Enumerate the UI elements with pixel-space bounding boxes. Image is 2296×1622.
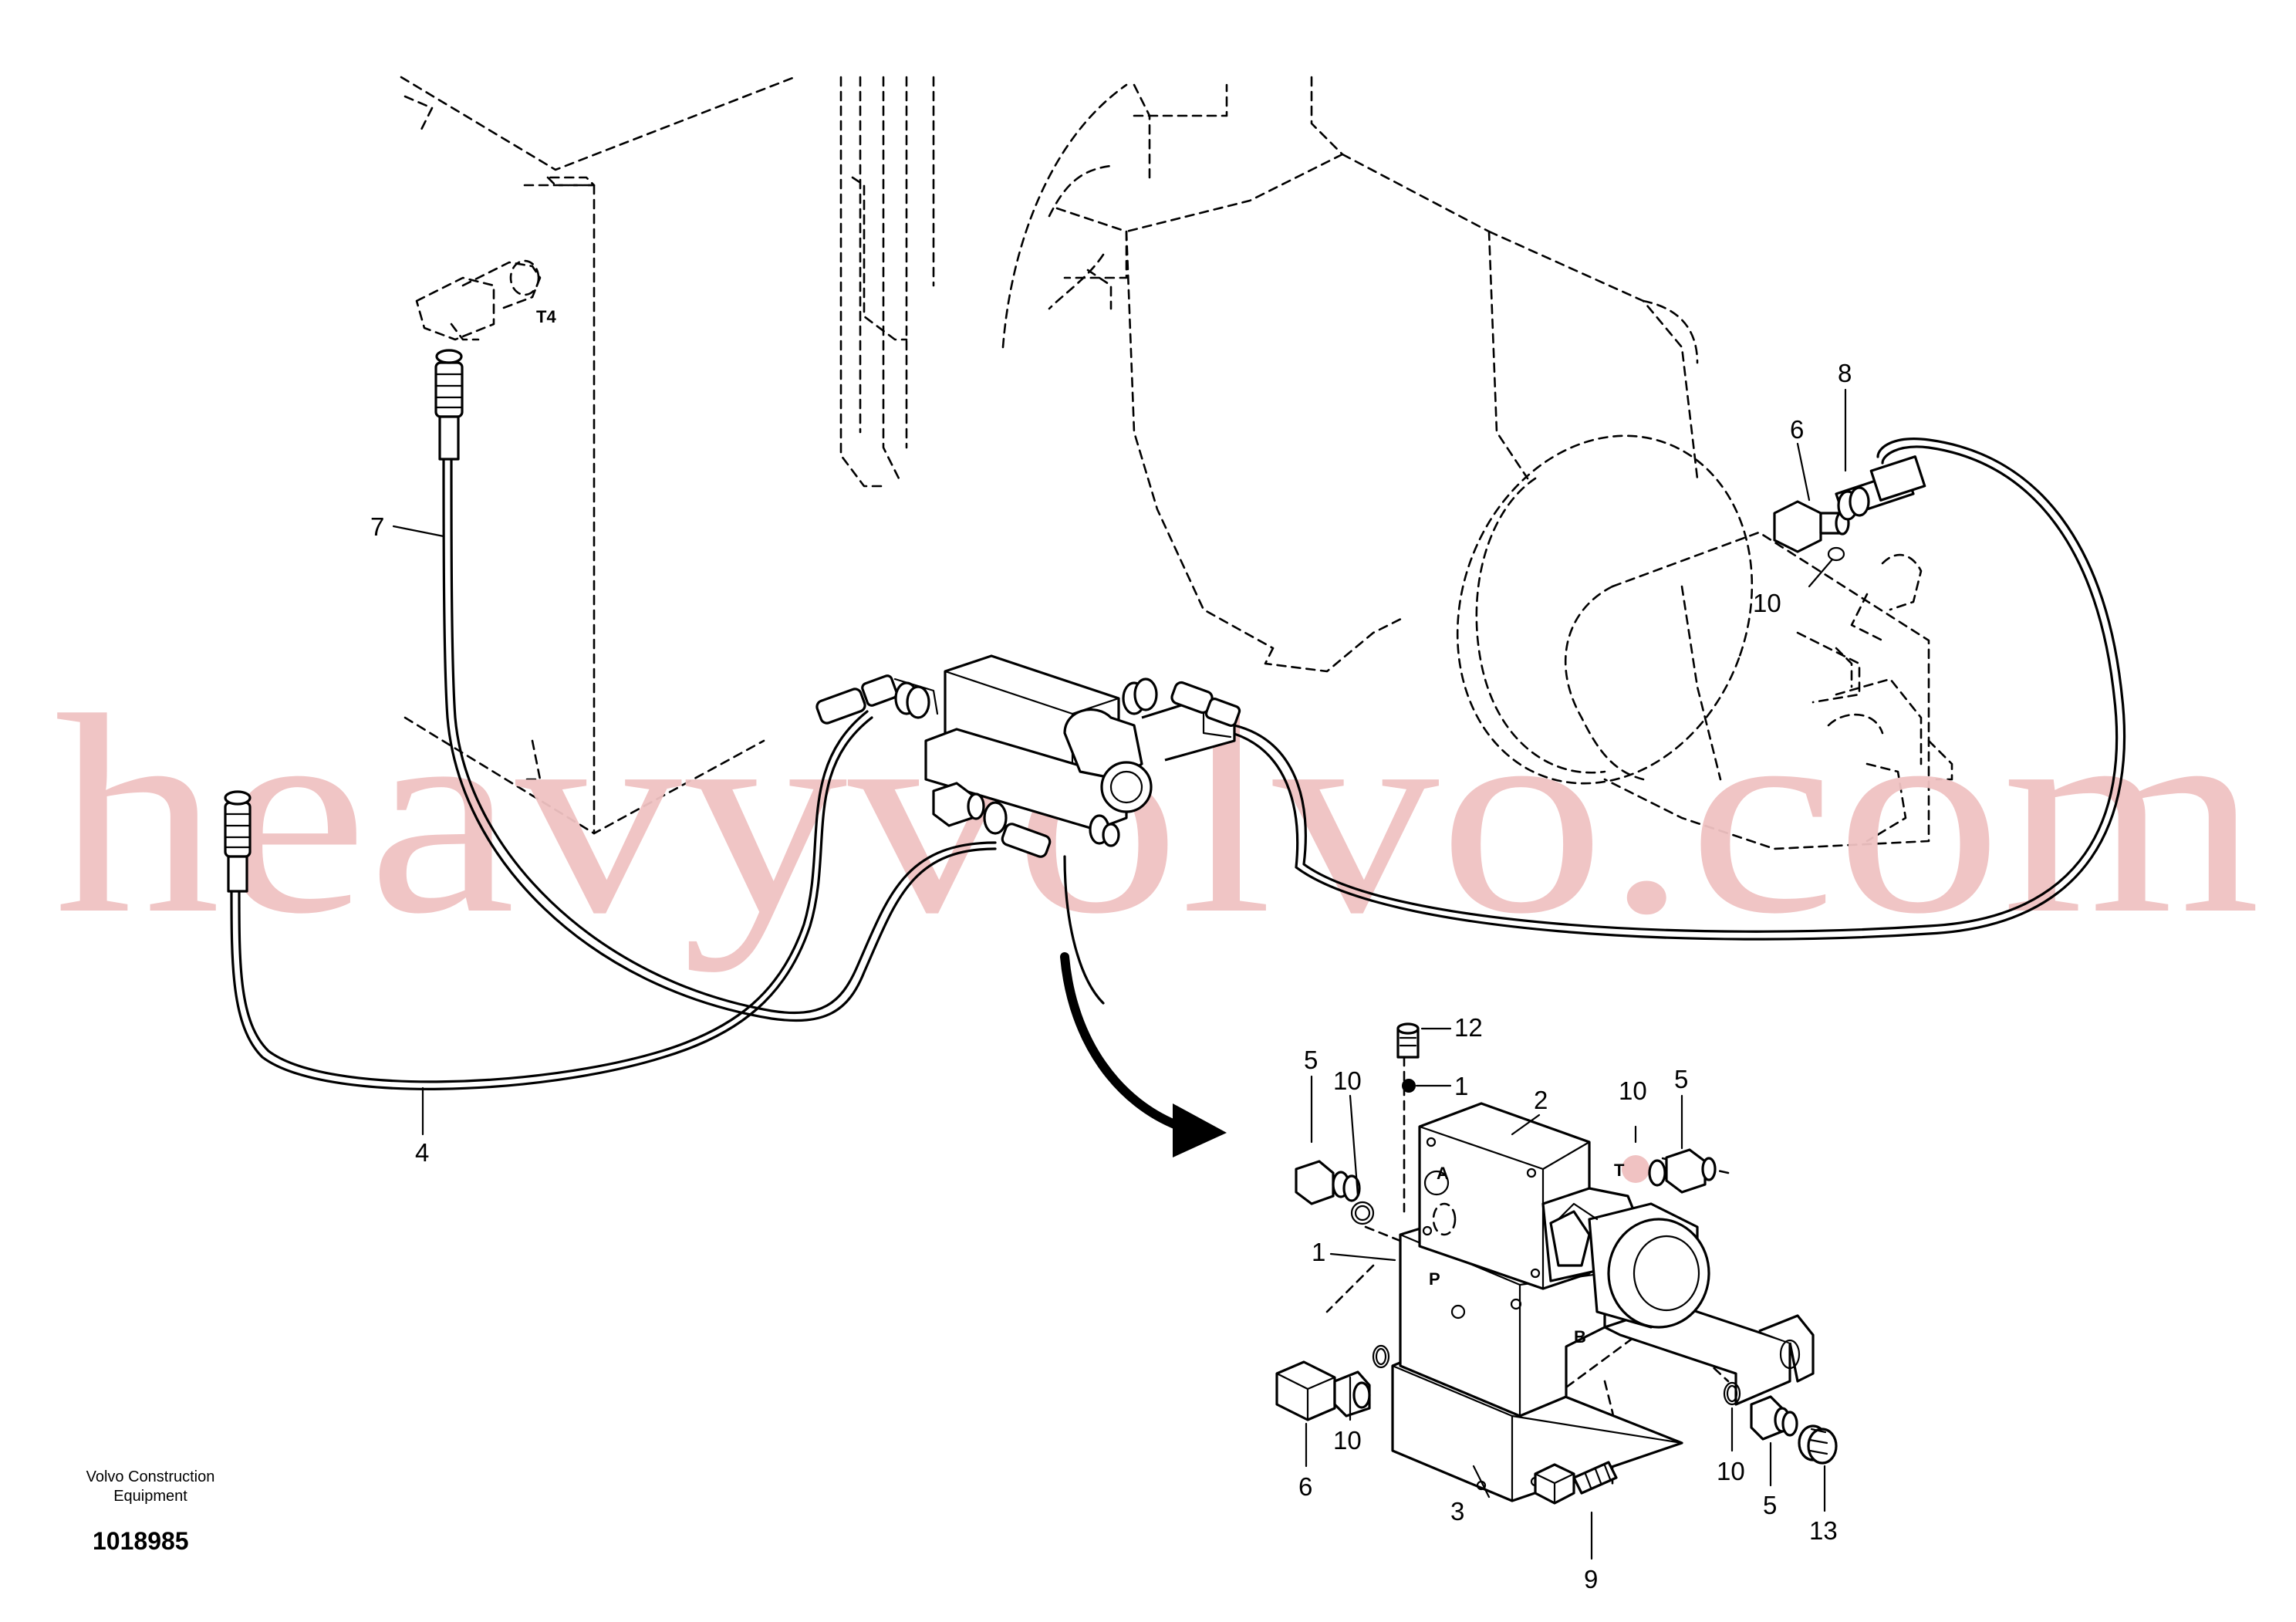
callout-1-top: 1 [1454, 1072, 1468, 1100]
exploded-valve [1275, 1022, 1838, 1505]
port-label-b: B [1574, 1327, 1586, 1347]
callout-2: 2 [1534, 1086, 1548, 1114]
port-label-p: P [1429, 1269, 1440, 1289]
callout-3: 3 [1450, 1497, 1464, 1526]
brand-line-1: Volvo Construction [86, 1468, 215, 1485]
diagram-code: 1018985 [93, 1527, 189, 1555]
watermark-text: heavyvolvo.com [54, 657, 2261, 973]
curved-arrow-icon [1060, 952, 1227, 1157]
port-label-t: T [1614, 1161, 1625, 1180]
callout-5-right: 5 [1674, 1065, 1688, 1093]
footer: Volvo Construction Equipment 1018985 [86, 1468, 215, 1555]
callout-10-bottom-left: 10 [1333, 1426, 1362, 1455]
callout-10-right: 10 [1619, 1076, 1647, 1105]
callouts: 7 4 8 6 10 12 1 5 10 2 10 5 1 6 10 3 9 1… [370, 359, 1852, 1593]
callout-10-left: 10 [1333, 1066, 1362, 1095]
callout-5-left: 5 [1304, 1046, 1318, 1074]
callout-5-bottom: 5 [1763, 1491, 1777, 1519]
port-label-t4: T4 [536, 307, 556, 326]
top-right-fittings [1773, 455, 1926, 562]
callout-8: 8 [1838, 359, 1852, 387]
machine-outline [400, 76, 1953, 850]
callout-leaders [392, 388, 1847, 1560]
callout-9: 9 [1584, 1565, 1598, 1593]
callout-1: 1 [1312, 1238, 1325, 1266]
callout-10-top: 10 [1753, 589, 1781, 617]
callout-7: 7 [370, 512, 384, 541]
callout-6-bottom: 6 [1298, 1472, 1312, 1501]
brand-line-2: Equipment [113, 1488, 187, 1505]
hose-4-fitting [224, 790, 252, 893]
port-label-a: A [1437, 1164, 1449, 1183]
watermark: heavyvolvo.com [54, 657, 2261, 973]
callout-6-top: 6 [1790, 415, 1804, 444]
callout-13: 13 [1809, 1516, 1838, 1545]
callout-4: 4 [415, 1138, 429, 1167]
valve-assembly-small [815, 654, 1241, 858]
callout-10-bottom-right: 10 [1717, 1457, 1745, 1485]
hoses [230, 438, 2126, 1090]
hose-7-fitting [434, 349, 464, 461]
port-labels: T4 A P T B [536, 307, 1625, 1347]
callout-12: 12 [1454, 1013, 1483, 1042]
